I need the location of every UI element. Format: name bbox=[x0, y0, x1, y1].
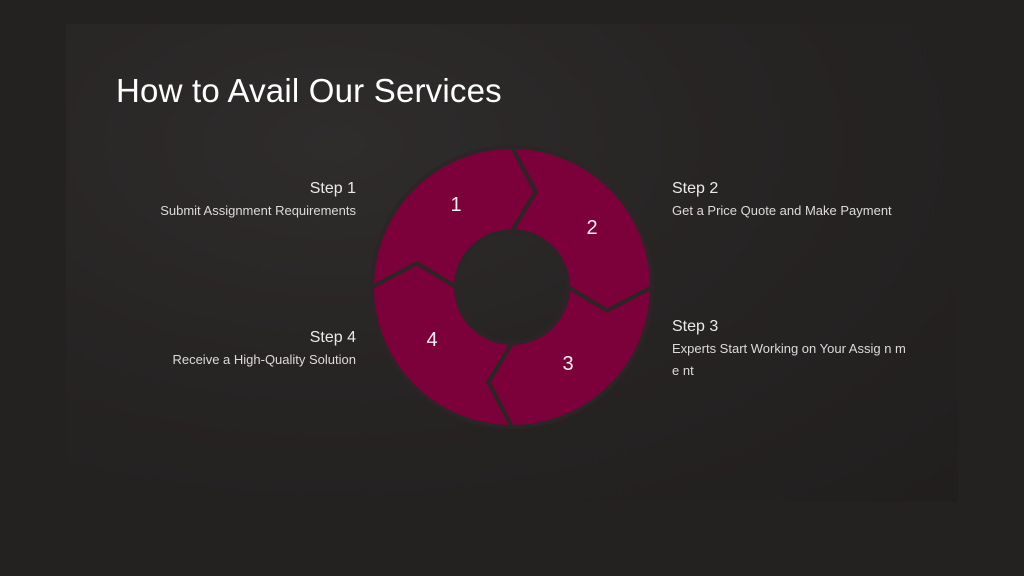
cycle-segment-1 bbox=[369, 144, 539, 291]
cycle-segment-3 bbox=[485, 283, 655, 430]
step-3-heading: Step 3 bbox=[672, 318, 719, 335]
segment-1-number: 1 bbox=[450, 194, 461, 216]
step-1-heading: Step 1 bbox=[309, 180, 356, 197]
step-3-description: Experts Start Working on Your Assig n m … bbox=[672, 341, 906, 378]
segment-2-number: 2 bbox=[586, 217, 597, 239]
step-2-heading: Step 2 bbox=[672, 180, 719, 197]
cycle-segments bbox=[369, 144, 655, 430]
step-4-description: Receive a High-Quality Solution bbox=[172, 352, 356, 367]
segment-3-number: 3 bbox=[562, 353, 573, 375]
step-2-description: Get a Price Quote and Make Payment bbox=[672, 203, 892, 218]
step-4-heading: Step 4 bbox=[309, 329, 356, 346]
step-1-description: Submit Assignment Requirements bbox=[160, 203, 356, 218]
step-4-block: Step 4 Receive a High-Quality Solution bbox=[96, 327, 356, 371]
cycle-segment-4 bbox=[369, 260, 516, 430]
cycle-segment-2 bbox=[508, 144, 655, 314]
step-3-block: Step 3 Experts Start Working on Your Ass… bbox=[672, 316, 912, 382]
step-1-block: Step 1 Submit Assignment Requirements bbox=[96, 178, 356, 222]
segment-4-number: 4 bbox=[426, 329, 437, 351]
page-title: How to Avail Our Services bbox=[116, 72, 502, 109]
step-2-block: Step 2 Get a Price Quote and Make Paymen… bbox=[672, 178, 952, 222]
